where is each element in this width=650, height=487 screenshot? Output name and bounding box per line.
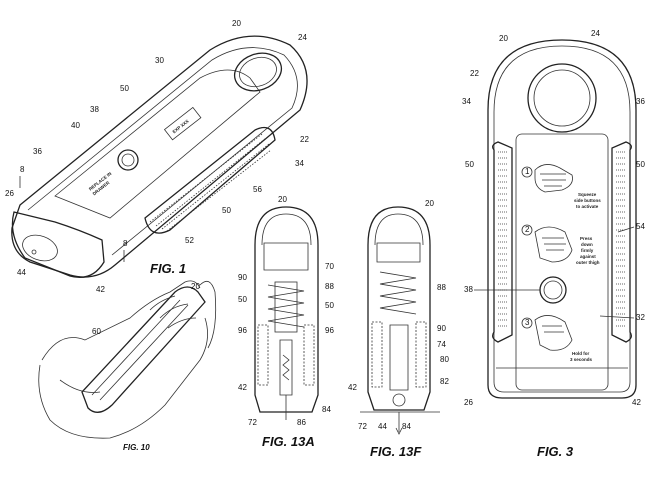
fig13a-ref-96-right: 96	[325, 326, 334, 335]
fig13f-ref-42: 42	[348, 383, 357, 392]
fig13f-ref-72: 72	[358, 422, 367, 431]
fig3-step2-line3: firmly	[581, 248, 594, 253]
fig3-step2-num: 2	[525, 225, 530, 234]
fig10-caption: FIG. 10	[123, 443, 150, 452]
fig1-ref-30: 30	[155, 56, 164, 65]
fig3-step3-num: 3	[525, 318, 530, 327]
fig13f-ref-20: 20	[425, 199, 434, 208]
fig13f-ref-90: 90	[437, 324, 446, 333]
fig3-step1-num: 1	[525, 167, 530, 176]
fig3-ref-34: 34	[462, 97, 471, 106]
fig1-ref-8-top: 8	[20, 165, 25, 174]
fig3-step3-line1: Hold for	[572, 351, 589, 356]
fig1-ref-50-top: 50	[120, 84, 129, 93]
fig3-ref-20: 20	[499, 34, 508, 43]
fig3-ref-54: 54	[636, 222, 645, 231]
fig13f-ref-80: 80	[440, 355, 449, 364]
fig13f-ref-84: 84	[402, 422, 411, 431]
fig3-caption: FIG. 3	[537, 444, 574, 459]
fig13a-ref-88: 88	[325, 282, 334, 291]
fig1-ref-26: 26	[5, 189, 14, 198]
fig3-step1-line1: Squeeze	[578, 192, 597, 197]
fig3-ref-32: 32	[636, 313, 645, 322]
fig13a-ref-96-left: 96	[238, 326, 247, 335]
fig3-device-drawing	[487, 39, 637, 399]
fig13a-ref-50-right: 50	[325, 301, 334, 310]
fig13f-ref-74: 74	[437, 340, 446, 349]
fig13a-ref-84: 84	[322, 405, 331, 414]
fig1-device-label: EXP XXX	[172, 119, 190, 135]
fig3-step1-line3: to activate	[576, 204, 599, 209]
fig13a-ref-20: 20	[278, 195, 287, 204]
fig3-ref-38: 38	[464, 285, 473, 294]
fig3-ref-24: 24	[591, 29, 600, 38]
fig3-step2-line5: outer thigh	[576, 260, 600, 265]
fig3-step2-line4: against	[580, 254, 596, 259]
fig3-ref-26: 26	[464, 398, 473, 407]
fig13f-caption: FIG. 13F	[370, 444, 422, 459]
fig13a-ref-42: 42	[238, 383, 247, 392]
fig3-ref-36: 36	[636, 97, 645, 106]
fig1-ref-42: 42	[96, 285, 105, 294]
fig10-ref-60: 60	[92, 327, 101, 336]
fig1-ref-36: 36	[33, 147, 42, 156]
fig1-ref-8-bottom: 8	[123, 239, 128, 248]
fig1-ref-52: 52	[185, 236, 194, 245]
fig1-caption: FIG. 1	[150, 261, 186, 276]
fig1-ref-24: 24	[298, 33, 307, 42]
fig13a-ref-70: 70	[325, 262, 334, 271]
fig3-ref-50-left: 50	[465, 160, 474, 169]
fig10-ref-20: 20	[191, 282, 200, 291]
fig13f-ref-44: 44	[378, 422, 387, 431]
fig1-device-drawing: EXP XXX REPLACE IN DRAWER	[11, 35, 308, 279]
fig3-ref-50-right: 50	[636, 160, 645, 169]
fig1-ref-22: 22	[300, 135, 309, 144]
fig13f-ref-88: 88	[437, 283, 446, 292]
fig1-ref-34: 34	[295, 159, 304, 168]
fig1-ref-20: 20	[232, 19, 241, 28]
fig13a-ref-72: 72	[248, 418, 257, 427]
fig13a-section-drawing	[254, 206, 319, 420]
fig1-ref-44: 44	[17, 268, 26, 277]
fig3-ref-42: 42	[632, 398, 641, 407]
fig1-ref-40: 40	[71, 121, 80, 130]
fig3-step2-line1: Press	[580, 236, 593, 241]
fig13a-ref-86: 86	[297, 418, 306, 427]
fig13f-section-drawing	[360, 206, 440, 435]
fig13f-ref-82: 82	[440, 377, 449, 386]
fig3-step3-line2: 3 seconds	[570, 357, 593, 362]
fig1-ref-38: 38	[90, 105, 99, 114]
fig13a-ref-90: 90	[238, 273, 247, 282]
fig1-ref-50-bottom: 50	[222, 206, 231, 215]
fig3-leader-lines	[474, 226, 635, 319]
fig10-hand-drawing	[38, 280, 217, 439]
fig13a-ref-50-left: 50	[238, 295, 247, 304]
fig1-ref-56: 56	[253, 185, 262, 194]
fig13a-caption: FIG. 13A	[262, 434, 315, 449]
fig3-step2-line2: down	[581, 242, 593, 247]
fig3-ref-22: 22	[470, 69, 479, 78]
fig3-step1-line2: side buttons	[574, 198, 601, 203]
